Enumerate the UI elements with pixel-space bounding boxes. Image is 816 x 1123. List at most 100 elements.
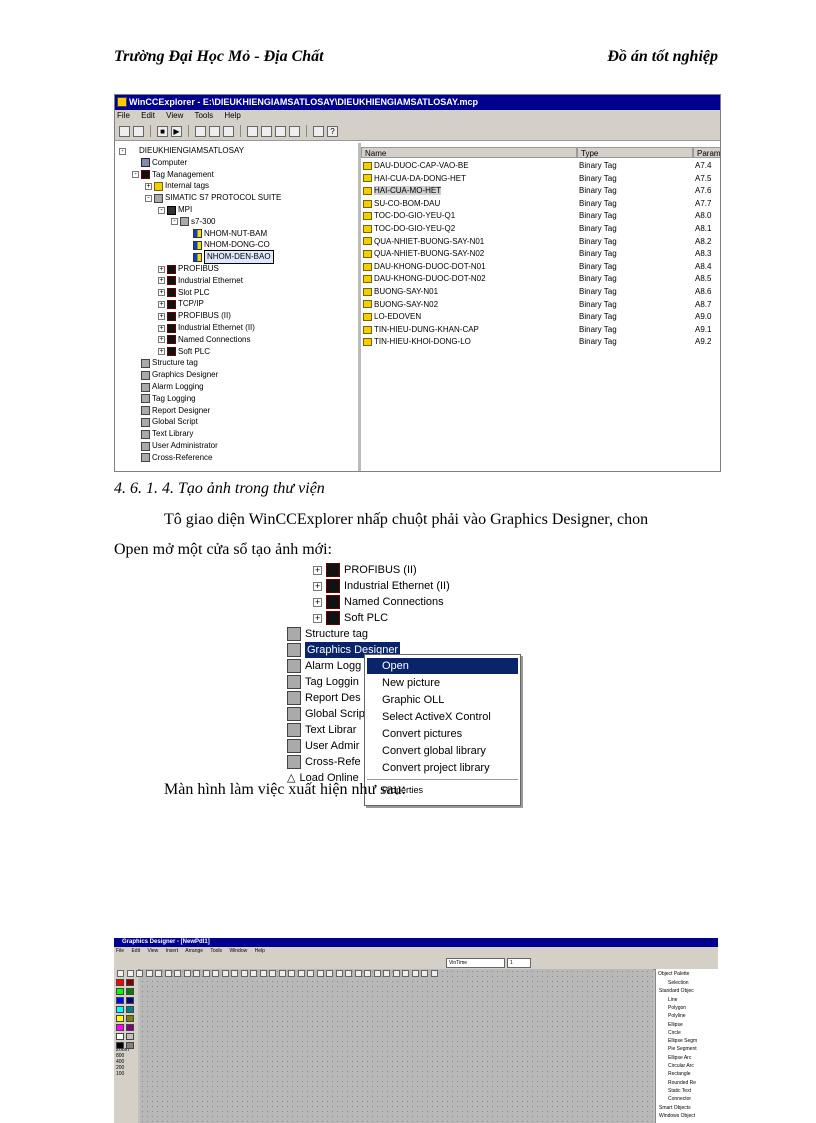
tree-item[interactable]: +PROFIBUS bbox=[158, 263, 219, 275]
large-icons-icon[interactable] bbox=[247, 125, 258, 137]
copy-icon[interactable] bbox=[209, 125, 220, 137]
expand-icon[interactable]: + bbox=[313, 580, 322, 591]
tree-item[interactable]: +PROFIBUS (II) bbox=[313, 562, 417, 578]
run-icon[interactable]: ▶ bbox=[171, 125, 182, 137]
toolbar-button-icon[interactable] bbox=[297, 970, 305, 977]
menu-item-select-activex[interactable]: Select ActiveX Control bbox=[382, 711, 491, 723]
menu-tools[interactable]: Tools bbox=[194, 111, 214, 120]
toolbar-button-icon[interactable] bbox=[174, 970, 181, 977]
tree-item[interactable]: +Soft PLC bbox=[158, 346, 210, 358]
object-palette-item[interactable]: Ellipse Arc bbox=[668, 1054, 692, 1061]
table-row[interactable]: DAU-KHONG-DUOC-DOT-N02 bbox=[363, 273, 486, 285]
collapse-icon[interactable]: - bbox=[171, 218, 178, 226]
gd-menu-insert[interactable]: Insert bbox=[165, 948, 179, 954]
expand-icon[interactable]: + bbox=[158, 348, 165, 356]
toolbar-button-icon[interactable] bbox=[316, 970, 324, 977]
expand-icon[interactable]: + bbox=[313, 564, 322, 575]
toolbar-button-icon[interactable] bbox=[335, 970, 343, 977]
font-size-select[interactable]: 1 bbox=[507, 957, 531, 968]
tree-item[interactable]: Text Librar bbox=[287, 722, 356, 738]
tree-item[interactable]: Alarm Logging bbox=[132, 381, 204, 393]
object-palette-item[interactable]: Ellipse bbox=[668, 1021, 683, 1028]
toolbar-button-icon[interactable] bbox=[288, 970, 295, 977]
toolbar-button-icon[interactable] bbox=[183, 970, 191, 977]
tree-item[interactable]: User Admir bbox=[287, 738, 359, 754]
table-row[interactable]: BUONG-SAY-N01 bbox=[363, 286, 438, 298]
color-swatch[interactable] bbox=[116, 1006, 124, 1013]
table-row[interactable]: TIN-HIEU-KHOI-DONG-LO bbox=[363, 336, 471, 348]
color-swatch[interactable] bbox=[116, 1015, 124, 1022]
color-swatch[interactable] bbox=[116, 997, 124, 1004]
tree-item[interactable]: -DIEUKHIENGIAMSATLOSAY bbox=[119, 145, 244, 157]
tree-item[interactable]: Global Scrip bbox=[287, 706, 365, 722]
table-row[interactable]: BUONG-SAY-N02 bbox=[363, 299, 438, 311]
expand-icon[interactable]: + bbox=[158, 277, 165, 285]
table-row[interactable]: TOC-DO-GIO-YEU-Q2 bbox=[363, 223, 455, 235]
toolbar-button-icon[interactable] bbox=[411, 970, 419, 977]
table-row[interactable]: LO-EDOVEN bbox=[363, 311, 421, 323]
tree-item[interactable]: Structure tag bbox=[287, 626, 368, 642]
zoom-800[interactable]: 800 bbox=[116, 1053, 125, 1059]
stop-icon[interactable]: ■ bbox=[157, 125, 168, 137]
toolbar-button-icon[interactable] bbox=[221, 970, 229, 977]
toolbar-button-icon[interactable] bbox=[278, 970, 286, 977]
tree-item[interactable]: Global Script bbox=[132, 416, 198, 428]
object-palette-item[interactable]: Polygon bbox=[668, 1004, 687, 1011]
column-param[interactable]: Param bbox=[693, 147, 720, 158]
table-row[interactable]: TIN-HIEU-DUNG-KHAN-CAP bbox=[363, 324, 479, 336]
tree-item[interactable]: +Named Connections bbox=[158, 334, 250, 346]
toolbar-button-icon[interactable] bbox=[193, 970, 200, 977]
menu-help[interactable]: Help bbox=[224, 111, 241, 120]
toolbar-button-icon[interactable] bbox=[354, 970, 362, 977]
gd-menu-window[interactable]: Window bbox=[229, 948, 248, 954]
tree-item[interactable]: Cross-Refe bbox=[287, 754, 361, 770]
menu-item-new-picture[interactable]: New picture bbox=[382, 677, 441, 689]
expand-icon[interactable]: + bbox=[313, 596, 322, 607]
open-icon[interactable] bbox=[133, 125, 144, 137]
table-row[interactable]: HAI-CUA-DA-DONG-HET bbox=[363, 173, 466, 185]
expand-icon[interactable]: + bbox=[158, 289, 165, 297]
table-row[interactable]: QUA-NHIET-BUONG-SAY-N02 bbox=[363, 248, 484, 260]
toolbar-button-icon[interactable] bbox=[164, 970, 172, 977]
gd-menu-help[interactable]: Help bbox=[254, 948, 265, 954]
gd-menu-view[interactable]: View bbox=[147, 948, 159, 954]
menu-file[interactable]: File bbox=[117, 111, 130, 120]
object-palette-item[interactable]: Circle bbox=[668, 1029, 681, 1036]
toolbar-button-icon[interactable] bbox=[212, 970, 219, 977]
tree-item[interactable]: NHOM-NUT-BAM bbox=[184, 228, 267, 240]
zoom-200[interactable]: 200 bbox=[116, 1065, 125, 1071]
toolbar-button-icon[interactable] bbox=[231, 970, 238, 977]
toolbar-button-icon[interactable] bbox=[145, 970, 153, 977]
menu-item-graphic-oll[interactable]: Graphic OLL bbox=[382, 694, 445, 706]
tree-item[interactable]: △Load Online bbox=[287, 770, 359, 786]
table-row[interactable]: HAI-CUA-MO-HET bbox=[363, 185, 442, 197]
color-swatch[interactable] bbox=[126, 1006, 134, 1013]
table-row[interactable]: SU-CO-BOM-DAU bbox=[363, 198, 440, 210]
tree-item[interactable]: Tag Loggin bbox=[287, 674, 359, 690]
tree-item[interactable]: +Industrial Ethernet bbox=[158, 275, 243, 287]
tree-item[interactable]: -s7-300 bbox=[171, 216, 215, 228]
object-palette-item[interactable]: Circular Arc bbox=[668, 1063, 694, 1069]
menu-edit[interactable]: Edit bbox=[141, 111, 155, 120]
tree-item[interactable]: +Industrial Ethernet (II) bbox=[313, 578, 450, 594]
collapse-icon[interactable]: - bbox=[158, 206, 165, 214]
toolbar-button-icon[interactable] bbox=[136, 970, 143, 977]
tree-item[interactable]: -MPI bbox=[158, 204, 192, 216]
object-palette-item[interactable]: Rounded Re bbox=[668, 1079, 697, 1086]
color-swatch[interactable] bbox=[126, 997, 134, 1004]
toolbar-button-icon[interactable] bbox=[269, 970, 276, 977]
toolbar-button-icon[interactable] bbox=[373, 970, 381, 977]
toolbar-button-icon[interactable] bbox=[307, 970, 314, 977]
toolbar-button-icon[interactable] bbox=[202, 970, 210, 977]
small-icons-icon[interactable] bbox=[261, 125, 272, 137]
toolbar-button-icon[interactable] bbox=[259, 970, 267, 977]
color-swatch[interactable] bbox=[116, 988, 124, 995]
tree-item[interactable]: +PROFIBUS (II) bbox=[158, 310, 231, 322]
color-swatch[interactable] bbox=[116, 1033, 124, 1040]
help-icon[interactable]: ? bbox=[327, 125, 338, 137]
tree-item[interactable]: Graphics Designer bbox=[132, 369, 218, 381]
object-palette-item[interactable]: Connector bbox=[668, 1096, 692, 1103]
object-palette-item[interactable]: Ellipse Segm bbox=[668, 1038, 698, 1045]
expand-icon[interactable]: + bbox=[145, 182, 152, 190]
menu-item-properties[interactable]: Properties bbox=[382, 785, 424, 795]
